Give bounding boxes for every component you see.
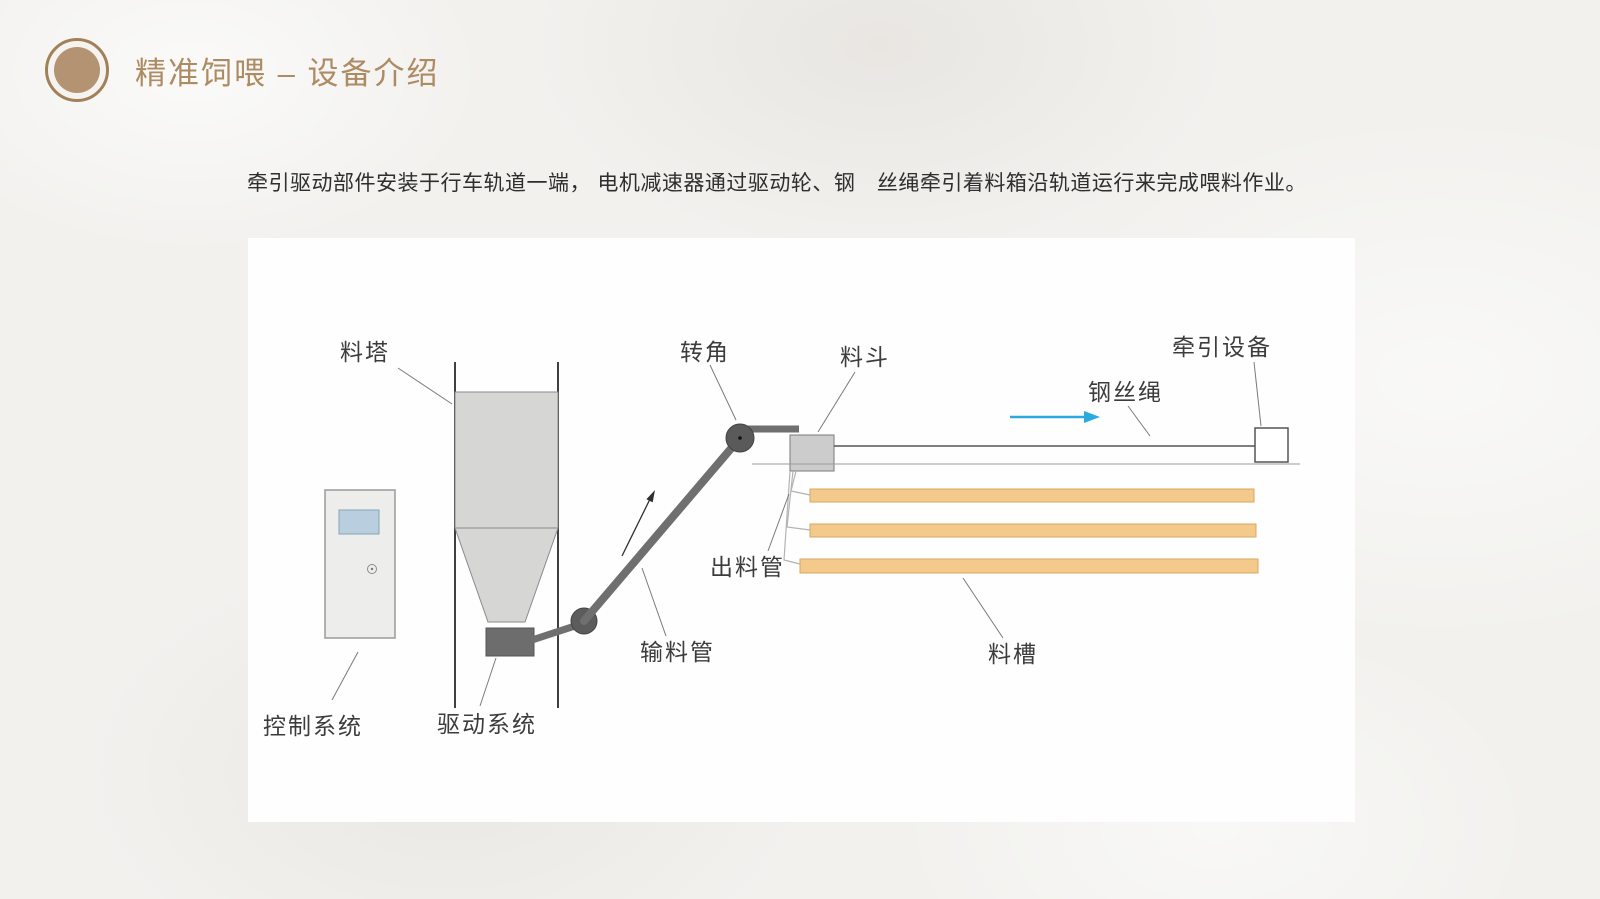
discharge-pipe-lines — [783, 470, 811, 565]
flow-arrow — [621, 490, 655, 557]
feed-trough-bar — [809, 488, 1255, 503]
label-traction-device: 牵引设备 — [1172, 334, 1272, 360]
conveying-pipe — [580, 434, 744, 625]
leader-line-corner — [709, 364, 737, 421]
logo-dot — [54, 47, 100, 93]
slide-header: 精准饲喂 – 设备介绍 — [45, 38, 439, 102]
feed-trough-bar — [799, 558, 1259, 574]
leader-line-drive-system — [479, 657, 497, 707]
direction-arrow — [1010, 411, 1100, 423]
page-title: 精准饲喂 – 设备介绍 — [135, 55, 440, 91]
label-hopper: 料斗 — [840, 344, 890, 370]
drive-system-box — [485, 627, 535, 657]
label-feed-tower: 料塔 — [340, 339, 390, 365]
intro-text: 牵引驱动部件安装于行车轨道一端， 电机减速器通过驱动轮、钢 丝绳牵引着料箱沿轨道… — [247, 172, 1307, 195]
logo-circle-icon — [45, 38, 109, 102]
leader-line-wire-rope — [1127, 405, 1151, 437]
control-system-box — [324, 489, 396, 639]
label-wire-rope: 钢丝绳 — [1088, 379, 1163, 405]
leader-line-traction-device — [1253, 361, 1262, 427]
hopper-box — [789, 434, 835, 472]
control-screen — [338, 509, 380, 535]
leader-line-discharge-pipe — [767, 493, 790, 552]
control-knob-dot — [370, 567, 374, 571]
feed-tower-body — [454, 391, 559, 529]
label-control-system: 控制系统 — [263, 713, 363, 739]
equipment-diagram: 控制系统 料塔 驱动系统 输料管 — [263, 334, 1300, 739]
leader-line-feed-tower — [397, 367, 453, 405]
corner-pulley-dot — [738, 436, 742, 440]
label-corner: 转角 — [680, 339, 730, 365]
label-conveying-pipe: 输料管 — [640, 639, 715, 665]
leader-line-conveying-pipe — [641, 567, 667, 637]
feed-pipe-horizontal — [530, 621, 580, 644]
leader-line-hopper — [817, 371, 856, 433]
feed-tower-funnel — [454, 527, 559, 623]
feed-trough-bar — [809, 523, 1257, 538]
label-drive-system: 驱动系统 — [437, 711, 537, 737]
diagram-panel: 控制系统 料塔 驱动系统 输料管 — [248, 238, 1355, 822]
leader-line-control-system — [331, 651, 359, 701]
traction-device-box — [1254, 427, 1289, 463]
leader-line-feed-trough — [962, 577, 1004, 639]
label-feed-trough: 料槽 — [988, 641, 1038, 667]
label-discharge-pipe: 出料管 — [710, 554, 785, 580]
control-knob — [367, 564, 377, 574]
